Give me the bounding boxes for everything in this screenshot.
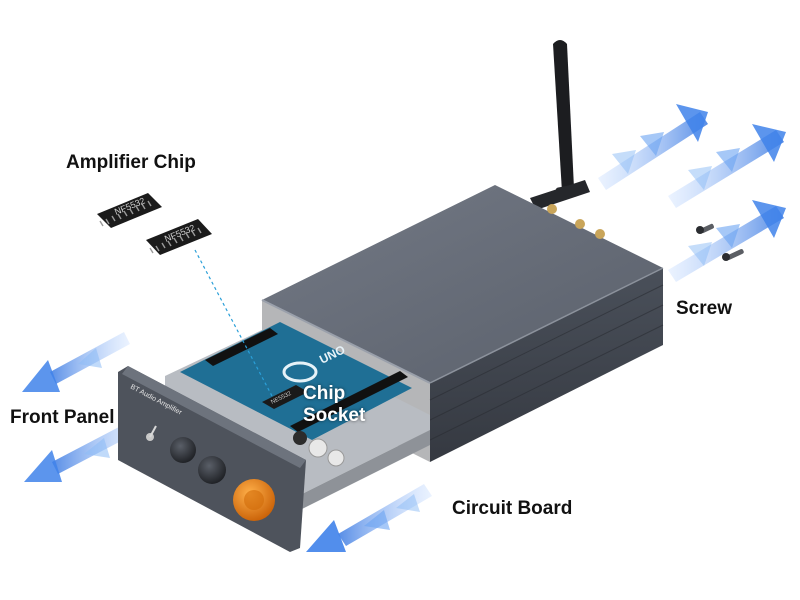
screw-direction-arrows <box>598 104 786 282</box>
label-chip-socket-line2: Socket <box>303 405 366 426</box>
label-front-panel: Front Panel <box>10 407 115 428</box>
label-circuit-board: Circuit Board <box>452 498 573 519</box>
screw-2 <box>722 249 744 261</box>
amplifier-chips: NF5532 NF5532 <box>97 193 212 255</box>
volume-knob-2 <box>198 456 226 484</box>
amplifier-chip-1: NF5532 <box>97 193 162 228</box>
screws <box>696 223 744 261</box>
antenna <box>530 40 590 210</box>
arrow-lower-right <box>668 200 786 282</box>
volume-knob-1 <box>170 437 196 463</box>
arrow-middle-right <box>668 124 786 208</box>
label-chip-socket-line1: Chip <box>303 383 346 404</box>
arrow-upper-left <box>22 332 130 392</box>
screw-1 <box>696 223 714 234</box>
label-chip-socket: Chip Socket <box>303 383 365 427</box>
amplifier-chip-2: NF5532 <box>146 219 212 255</box>
circuit-board-direction-arrow <box>306 484 432 552</box>
arrow-upper-right <box>598 104 708 190</box>
label-amplifier-chip: Amplifier Chip <box>66 152 196 173</box>
label-screw: Screw <box>676 298 732 319</box>
orange-knob <box>233 479 275 521</box>
